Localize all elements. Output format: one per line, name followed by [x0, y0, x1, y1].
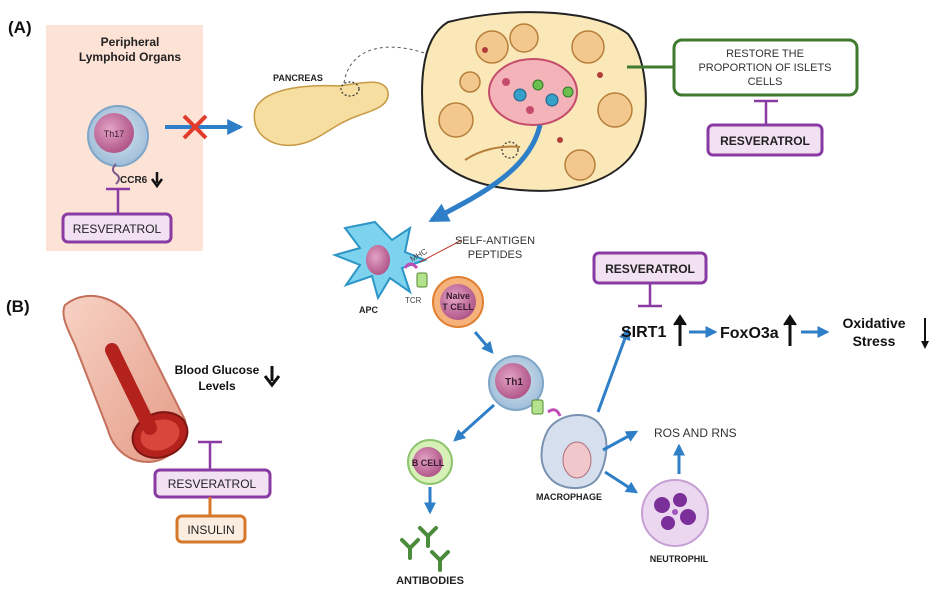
antibodies-icon [400, 526, 450, 572]
naive-to-th1-arrow [473, 331, 494, 354]
oxidative-line-2: Stress [853, 333, 896, 349]
th17-cell-icon [87, 105, 149, 185]
up-arrow-icon [783, 314, 797, 346]
insulin-label: INSULIN [187, 523, 234, 537]
restore-line-3: CELLS [748, 76, 783, 88]
th1-cell-icon [488, 355, 562, 417]
restore-box [672, 38, 859, 97]
antibodies-label: ANTIBODIES [396, 575, 464, 587]
naive-line-2: T CELL [442, 302, 474, 312]
islet-tissue-icon [421, 11, 647, 192]
inhibition-line [198, 440, 222, 470]
ros-rns-label: ROS AND RNS [654, 426, 737, 440]
oxidative-line-1: Oxidative [842, 315, 905, 331]
restore-line-2: PROPORTION OF ISLETS [698, 62, 831, 74]
macrophage-label: MACROPHAGE [536, 492, 602, 502]
ccr6-label: CCR6 [120, 175, 148, 186]
pancreas-organ-icon [253, 81, 389, 147]
neutrophil-icon [641, 479, 709, 547]
restore-line-1: RESTORE THE [726, 48, 804, 60]
apc-label: APC [359, 305, 379, 315]
insulin-box [175, 514, 247, 544]
down-arrow-icon [150, 172, 164, 189]
sirt1-label: SIRT1 [621, 324, 666, 341]
inhibition-line [754, 99, 778, 125]
resveratrol-box-islets [706, 123, 824, 157]
resveratrol-box-a [61, 212, 173, 244]
peripheral-title-1: Peripheral [101, 35, 160, 49]
pancreas-label: PANCREAS [273, 73, 323, 83]
th17-label: Th17 [104, 129, 125, 139]
blood-vessel-icon [62, 295, 189, 464]
mhc-tcr-complex-icon [403, 262, 428, 288]
tcr-label: TCR [405, 296, 422, 305]
inhibition-line [106, 187, 130, 214]
th1-label: Th1 [505, 377, 523, 388]
panel-label-b: (B) [6, 297, 30, 316]
macrophage-icon [540, 413, 608, 489]
naive-t-cell-icon [432, 276, 484, 328]
th1-to-bcell-arrow [453, 403, 496, 442]
resveratrol-label-islets: RESVERATROL [720, 134, 810, 148]
glucose-line-2: Levels [198, 379, 236, 393]
b-cell-icon [407, 439, 453, 485]
resveratrol-box-b [153, 468, 272, 499]
islet-to-apc-arrow [428, 124, 543, 223]
panel-label-a: (A) [8, 18, 32, 37]
blocked-migration-arrow [165, 114, 244, 140]
up-arrow-icon [673, 314, 687, 346]
macrophage-to-sirt1-arrow [596, 327, 631, 413]
down-arrow-icon [263, 366, 281, 388]
resveratrol-label-b: RESVERATROL [168, 477, 257, 491]
bcell-label: B CELL [412, 458, 445, 468]
apc-dendritic-cell-icon [331, 220, 428, 301]
self-antigen-line-2: PEPTIDES [468, 249, 522, 261]
zoom-circle-icon [340, 81, 360, 97]
foxo3a-label: FoxO3a [720, 325, 779, 342]
inhibition-line [638, 283, 662, 308]
glucose-line-1: Blood Glucose [175, 363, 260, 377]
resveratrol-label-a: RESVERATROL [73, 222, 162, 236]
antigen-pointer [419, 239, 463, 263]
peripheral-lymphoid-panel: Peripheral Lymphoid Organs Th17 CCR6 RES… [46, 25, 203, 251]
resveratrol-label-pathway: RESVERATROL [605, 262, 695, 276]
neutrophil-label: NEUTROPHIL [650, 554, 709, 564]
peripheral-title-2: Lymphoid Organs [79, 50, 182, 64]
zoom-connector [343, 46, 431, 84]
down-arrow-icon [921, 318, 929, 349]
naive-line-1: Naive [446, 291, 470, 301]
macrophage-to-neutrophil-arrow [604, 470, 639, 494]
macrophage-to-ros-arrow [602, 430, 639, 452]
self-antigen-line-1: SELF-ANTIGEN [455, 235, 535, 247]
